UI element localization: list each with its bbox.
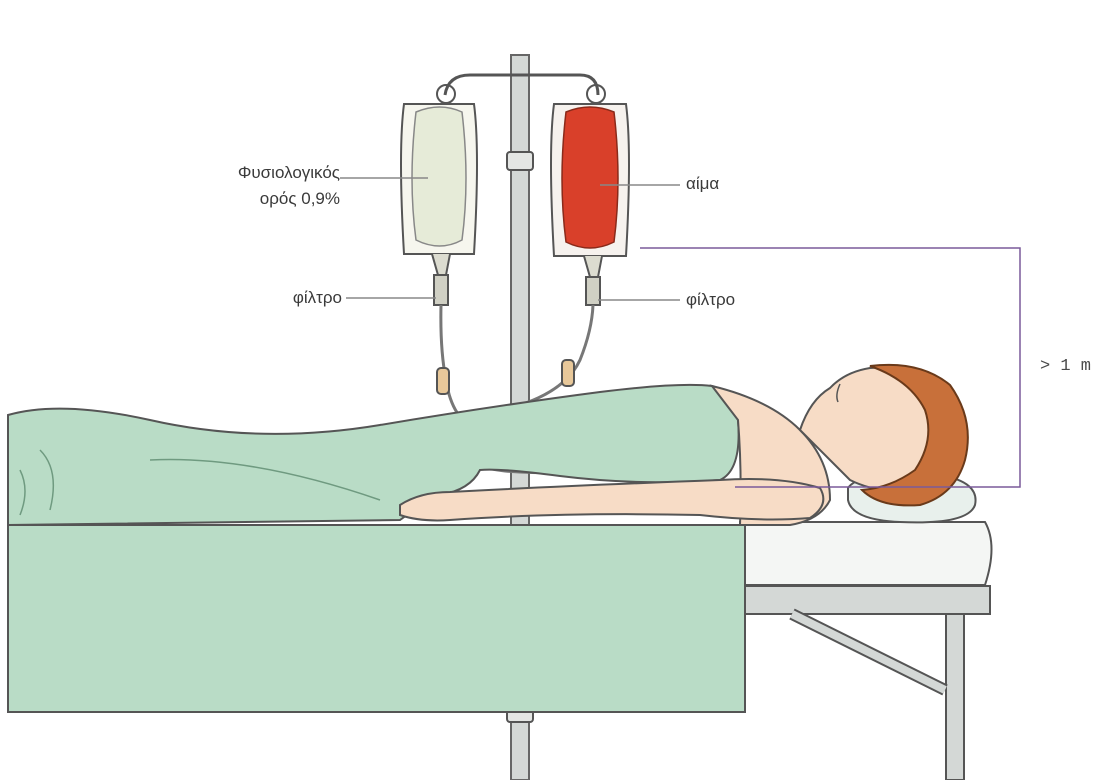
saline-label-line1: Φυσιολογικός (180, 163, 340, 183)
saline-label: Φυσιολογικός ορός 0,9% (180, 163, 340, 209)
saline-label-line2: ορός 0,9% (180, 189, 340, 209)
sheet (8, 385, 745, 712)
height-label: > 1 m (1040, 357, 1091, 376)
saline-bag (401, 85, 477, 305)
mattress (740, 522, 992, 585)
bed-frame (745, 586, 990, 780)
filter-right-label: φίλτρο (686, 290, 735, 310)
blood-label: αίμα (686, 174, 719, 194)
filter-left-label: φίλτρο (230, 288, 342, 308)
blood-bag (551, 85, 629, 305)
